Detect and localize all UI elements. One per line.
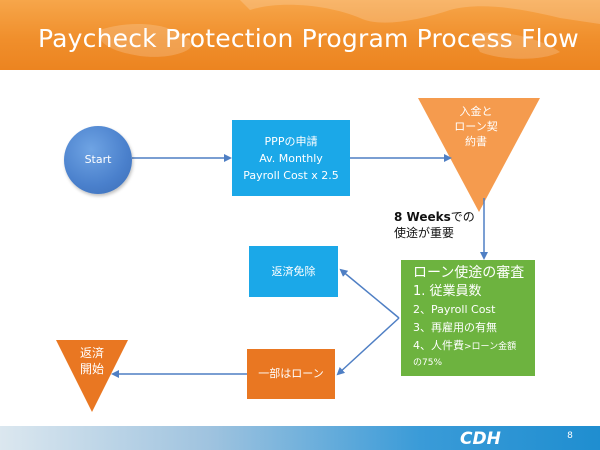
apply-line-1: PPPの申請 <box>264 134 318 148</box>
cdh-logo: CDH <box>460 429 501 448</box>
page-title: Paycheck Protection Program Process Flow <box>38 24 579 53</box>
deposit-node: 入金と ローン契 約書 <box>452 104 500 149</box>
apply-line-2: Av. Monthly <box>259 151 323 165</box>
start-label: Start <box>84 153 112 166</box>
arrow-review-to-partloan <box>336 317 400 376</box>
review-item-4: 4、人件費 <box>413 339 464 352</box>
repayment-node: 返済 開始 <box>70 345 114 377</box>
apply-line-3: Payroll Cost x 2.5 <box>243 168 339 182</box>
page-number: 8 <box>567 431 573 441</box>
eight-weeks-note: 8 Weeksでの 使途が重要 <box>394 209 475 241</box>
footer-bar: CDH 8 <box>0 426 600 450</box>
apply-node: PPPの申請 Av. Monthly Payroll Cost x 2.5 <box>232 120 350 196</box>
review-item-4-detail: >ローン金額 <box>464 342 517 352</box>
svg-text:CDH: CDH <box>460 429 501 448</box>
deposit-line-2: ローン契 <box>454 120 498 133</box>
review-item-1: 1. 従業員数 <box>413 284 482 299</box>
deposit-triangle-shape <box>418 98 540 212</box>
repay-line-1: 返済 <box>79 346 104 360</box>
start-node: Start <box>64 126 132 194</box>
deposit-line-1: 入金と <box>459 105 493 118</box>
repay-line-2: 開始 <box>79 362 104 376</box>
forgiveness-node: 返済免除 <box>249 246 338 297</box>
review-item-2: 2、Payroll Cost <box>413 303 496 316</box>
partial-loan-node: 一部はローン <box>247 349 335 399</box>
world-map-decoration <box>99 0 600 59</box>
partial-loan-label: 一部はローン <box>258 367 324 380</box>
arrow-review-to-forgive <box>339 268 400 319</box>
review-item-3: 3、再雇用の有無 <box>413 321 497 334</box>
review-title: ローン使途の審査 <box>413 265 525 281</box>
note-bold: 8 Weeks <box>394 210 451 224</box>
review-node: ローン使途の審査 1. 従業員数 2、Payroll Cost 3、再雇用の有無… <box>401 260 535 376</box>
repay-triangle-shape <box>56 340 128 412</box>
title-banner: Paycheck Protection Program Process Flow <box>0 0 600 70</box>
note-rest-2: 使途が重要 <box>394 226 455 240</box>
forgiveness-label: 返済免除 <box>271 264 316 278</box>
review-item-5: の75% <box>413 358 443 368</box>
deposit-line-3: 約書 <box>465 135 487 148</box>
note-rest-1: での <box>450 210 475 224</box>
